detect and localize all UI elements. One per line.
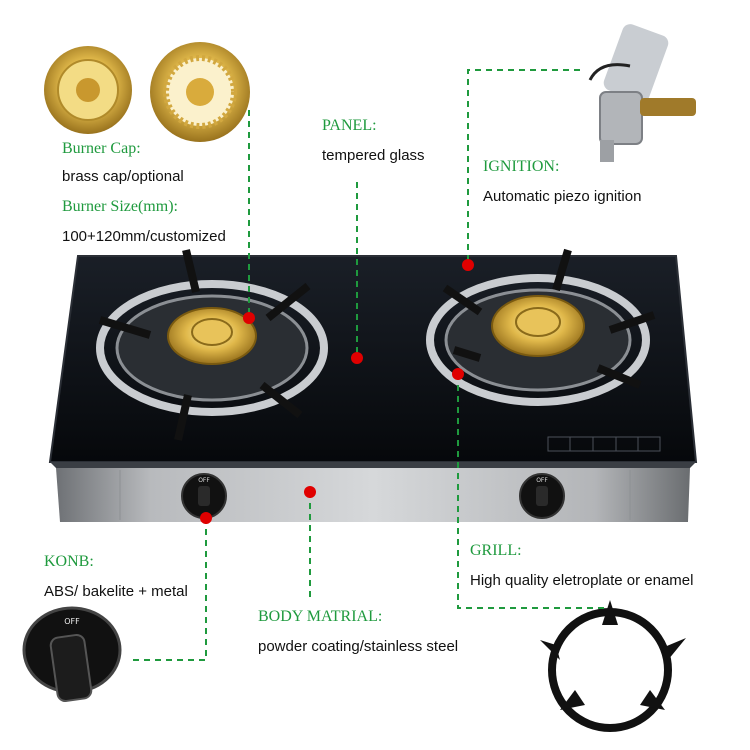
callout-markers [200,259,474,524]
grill-label: GRILL: [470,542,522,559]
burner-size-value: 100+120mm/customized [62,228,226,245]
ignition-valve-photo [588,24,696,162]
control-display [547,436,661,452]
burner-size-label: Burner Size(mm): [62,198,178,215]
burner-marker [243,312,255,324]
right-knob-off-label: OFF [536,477,548,484]
left-knob [181,473,227,519]
knob-photo-off-label: OFF [64,617,80,626]
leader-lines [132,69,608,661]
body-value: powder coating/stainless steel [258,638,459,655]
left-burner [96,249,328,441]
body-label: BODY MATRIAL: [258,608,383,625]
ignition-label: IGNITION: [483,158,560,175]
burner-cap-label: Burner Cap: [62,140,141,157]
right-knob [519,473,565,519]
ignition-marker [462,259,474,271]
right-burner [426,248,656,406]
ignition-value: Automatic piezo ignition [483,188,642,205]
panel-label: PANEL: [322,117,377,134]
knob-photo [22,606,122,703]
grill-photo [540,600,686,732]
left-knob-off-label: OFF [198,477,210,484]
knob-marker [200,512,212,524]
knob-value: ABS/ bakelite + metal [44,583,188,600]
panel-value: tempered glass [322,147,425,164]
grill-value: High quality eletroplate or enamel [470,572,694,589]
brass-cap-photo-2 [150,42,250,142]
body-marker [304,486,316,498]
knob-label: KONB: [44,553,94,570]
panel-marker [351,352,363,364]
grill-marker [452,368,464,380]
stove-body [56,468,690,522]
burner-cap-value: brass cap/optional [62,168,184,185]
brass-cap-photo-1 [44,46,132,134]
